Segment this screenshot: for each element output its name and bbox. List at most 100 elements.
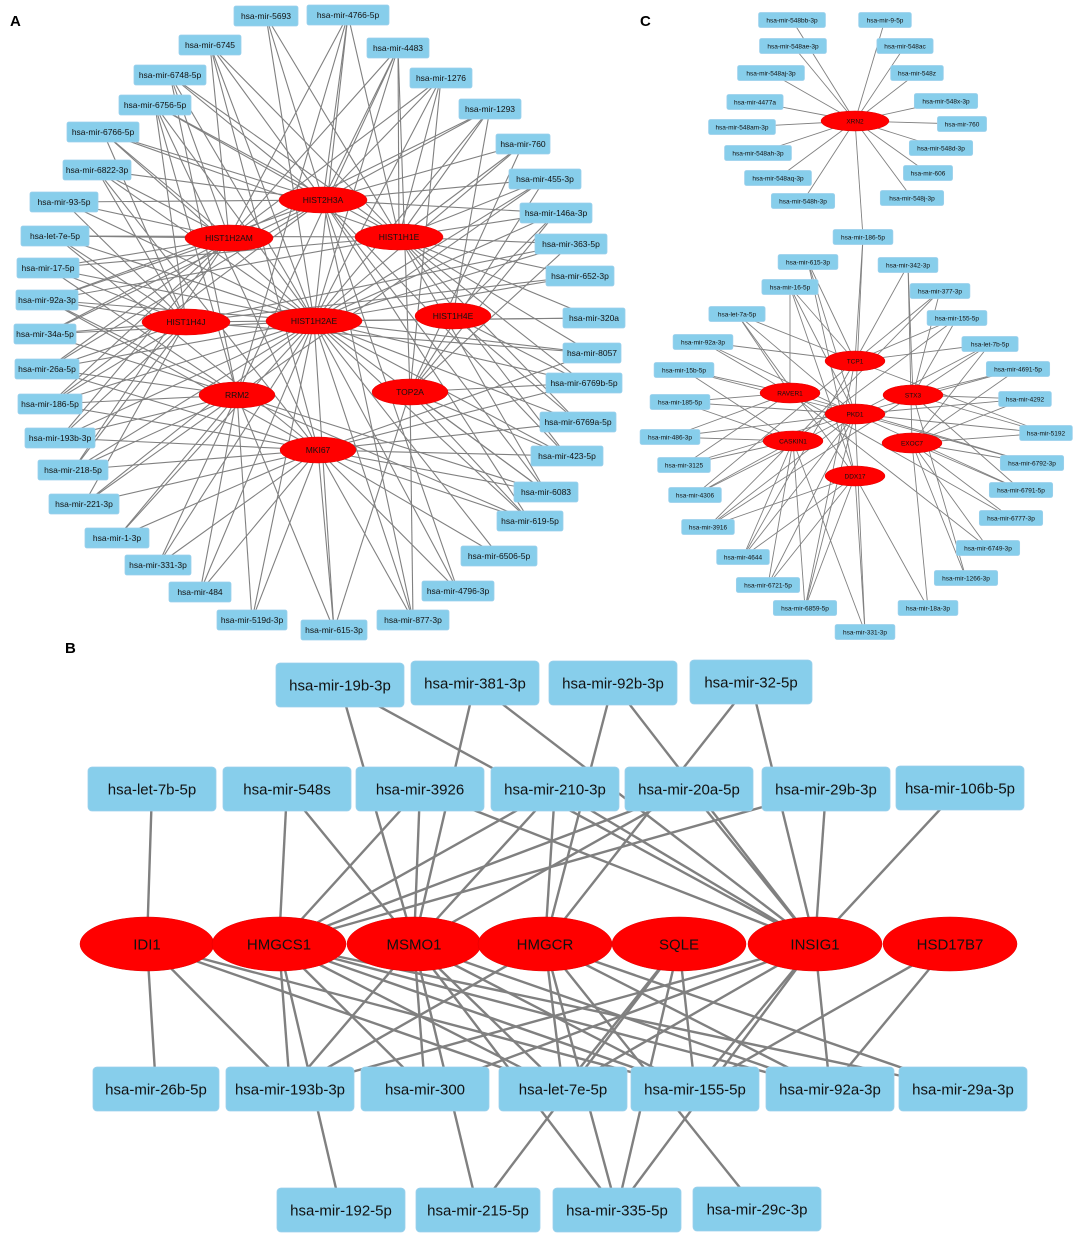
mirna-node-c-hsa-mir-548z[interactable]: hsa-mir-548z [890, 65, 944, 81]
mirna-node-c-hsa-mir-548ah-3p[interactable]: hsa-mir-548ah-3p [724, 145, 792, 161]
mirna-node-b-hsa-mir-215-5p[interactable]: hsa-mir-215-5p [415, 1187, 541, 1233]
gene-node-b-sqle[interactable]: SQLE [611, 916, 747, 972]
mirna-node-a-hsa-mir-652-3p[interactable]: hsa-mir-652-3p [545, 265, 615, 287]
mirna-node-a-hsa-mir-92a-3p[interactable]: hsa-mir-92a-3p [15, 289, 79, 311]
mirna-node-a-hsa-mir-4796-3p[interactable]: hsa-mir-4796-3p [421, 580, 495, 602]
gene-node-a-mki67[interactable]: MKI67 [279, 436, 357, 464]
mirna-node-a-hsa-mir-519d-3p[interactable]: hsa-mir-519d-3p [216, 609, 288, 631]
mirna-node-a-hsa-mir-363-5p[interactable]: hsa-mir-363-5p [534, 233, 608, 255]
mirna-node-c-hsa-mir-4691-5p[interactable]: hsa-mir-4691-5p [985, 361, 1051, 377]
mirna-node-a-hsa-mir-760[interactable]: hsa-mir-760 [495, 133, 551, 155]
gene-node-c-exoc7[interactable]: EXOC7 [881, 432, 943, 454]
mirna-node-c-hsa-mir-6791-5p[interactable]: hsa-mir-6791-5p [988, 482, 1054, 498]
mirna-node-a-hsa-mir-5693[interactable]: hsa-mir-5693 [233, 5, 299, 27]
mirna-node-c-hsa-mir-1266-3p[interactable]: hsa-mir-1266-3p [933, 570, 999, 586]
mirna-node-b-hsa-mir-19b-3p[interactable]: hsa-mir-19b-3p [275, 662, 405, 708]
gene-node-b-insig1[interactable]: INSIG1 [747, 916, 883, 972]
gene-node-a-hist1h2ae[interactable]: HIST1H2AE [265, 307, 363, 335]
mirna-node-c-hsa-mir-548j-3p[interactable]: hsa-mir-548j-3p [879, 190, 945, 206]
mirna-node-c-hsa-mir-548x-3p[interactable]: hsa-mir-548x-3p [913, 93, 979, 109]
mirna-node-b-hsa-mir-548s[interactable]: hsa-mir-548s [222, 766, 352, 812]
mirna-node-a-hsa-mir-1-3p[interactable]: hsa-mir-1-3p [84, 527, 150, 549]
mirna-node-b-hsa-let-7b-5p[interactable]: hsa-let-7b-5p [87, 766, 217, 812]
gene-node-b-hsd17b7[interactable]: HSD17B7 [882, 916, 1018, 972]
mirna-node-c-hsa-mir-6721-5p[interactable]: hsa-mir-6721-5p [735, 577, 801, 593]
mirna-node-c-hsa-mir-548bb-3p[interactable]: hsa-mir-548bb-3p [758, 12, 826, 28]
gene-node-c-xrn2[interactable]: XRN2 [820, 110, 890, 132]
mirna-node-c-hsa-mir-16-5p[interactable]: hsa-mir-16-5p [761, 279, 819, 295]
mirna-node-b-hsa-mir-29b-3p[interactable]: hsa-mir-29b-3p [761, 766, 891, 812]
gene-node-b-idi1[interactable]: IDI1 [79, 916, 215, 972]
mirna-node-a-hsa-mir-193b-3p[interactable]: hsa-mir-193b-3p [24, 427, 96, 449]
mirna-node-a-hsa-mir-17-5p[interactable]: hsa-mir-17-5p [16, 257, 80, 279]
mirna-node-c-hsa-mir-4306[interactable]: hsa-mir-4306 [668, 487, 722, 503]
mirna-node-c-hsa-mir-18a-3p[interactable]: hsa-mir-18a-3p [897, 600, 959, 616]
mirna-node-a-hsa-mir-4766-5p[interactable]: hsa-mir-4766-5p [306, 4, 390, 26]
mirna-node-c-hsa-let-7a-5p[interactable]: hsa-let-7a-5p [708, 306, 766, 322]
mirna-node-b-hsa-mir-193b-3p[interactable]: hsa-mir-193b-3p [225, 1066, 355, 1112]
gene-node-c-stx3[interactable]: STX3 [882, 384, 944, 406]
mirna-node-c-hsa-mir-4644[interactable]: hsa-mir-4644 [716, 549, 770, 565]
mirna-node-a-hsa-mir-6822-3p[interactable]: hsa-mir-6822-3p [62, 159, 132, 181]
mirna-node-a-hsa-mir-221-3p[interactable]: hsa-mir-221-3p [48, 493, 120, 515]
mirna-node-c-hsa-mir-5192[interactable]: hsa-mir-5192 [1019, 425, 1073, 441]
mirna-node-a-hsa-mir-455-3p[interactable]: hsa-mir-455-3p [508, 168, 582, 190]
mirna-node-c-hsa-mir-6749-3p[interactable]: hsa-mir-6749-3p [955, 540, 1021, 556]
mirna-node-c-hsa-mir-4292[interactable]: hsa-mir-4292 [998, 391, 1052, 407]
mirna-node-c-hsa-mir-548aj-3p[interactable]: hsa-mir-548aj-3p [737, 65, 805, 81]
mirna-node-c-hsa-mir-548aq-3p[interactable]: hsa-mir-548aq-3p [744, 170, 812, 186]
mirna-node-b-hsa-mir-29c-3p[interactable]: hsa-mir-29c-3p [692, 1186, 822, 1232]
gene-node-a-hist1h2am[interactable]: HIST1H2AM [184, 224, 274, 252]
mirna-node-a-hsa-mir-1276[interactable]: hsa-mir-1276 [409, 67, 473, 89]
mirna-node-c-hsa-mir-3125[interactable]: hsa-mir-3125 [657, 457, 711, 473]
gene-node-c-tcp1[interactable]: TCP1 [824, 350, 886, 372]
gene-node-a-hist1h4e[interactable]: HIST1H4E [414, 302, 492, 330]
mirna-node-b-hsa-mir-381-3p[interactable]: hsa-mir-381-3p [410, 660, 540, 706]
mirna-node-a-hsa-mir-6756-5p[interactable]: hsa-mir-6756-5p [118, 94, 192, 116]
mirna-node-a-hsa-mir-4483[interactable]: hsa-mir-4483 [366, 37, 430, 59]
mirna-node-a-hsa-mir-8057[interactable]: hsa-mir-8057 [562, 342, 622, 364]
mirna-node-c-hsa-mir-548d-3p[interactable]: hsa-mir-548d-3p [908, 140, 974, 156]
mirna-node-c-hsa-mir-9-5p[interactable]: hsa-mir-9-5p [858, 12, 912, 28]
gene-node-a-hist1h4j[interactable]: HIST1H4J [141, 308, 231, 336]
mirna-node-c-hsa-mir-486-3p[interactable]: hsa-mir-486-3p [639, 429, 701, 445]
mirna-node-b-hsa-mir-300[interactable]: hsa-mir-300 [360, 1066, 490, 1112]
mirna-node-c-hsa-mir-548ae-3p[interactable]: hsa-mir-548ae-3p [759, 38, 827, 54]
mirna-node-c-hsa-mir-4477a[interactable]: hsa-mir-4477a [726, 94, 784, 110]
mirna-node-c-hsa-mir-3916[interactable]: hsa-mir-3916 [681, 519, 735, 535]
gene-node-a-hist2h3a[interactable]: HIST2H3A [278, 186, 368, 214]
mirna-node-b-hsa-mir-92a-3p[interactable]: hsa-mir-92a-3p [765, 1066, 895, 1112]
mirna-node-a-hsa-mir-331-3p[interactable]: hsa-mir-331-3p [124, 554, 192, 576]
mirna-node-a-hsa-mir-484[interactable]: hsa-mir-484 [168, 581, 232, 603]
mirna-node-a-hsa-mir-146a-3p[interactable]: hsa-mir-146a-3p [519, 202, 593, 224]
mirna-node-a-hsa-mir-6745[interactable]: hsa-mir-6745 [178, 34, 242, 56]
mirna-node-b-hsa-mir-210-3p[interactable]: hsa-mir-210-3p [490, 766, 620, 812]
mirna-node-c-hsa-mir-6777-3p[interactable]: hsa-mir-6777-3p [978, 510, 1044, 526]
mirna-node-b-hsa-let-7e-5p[interactable]: hsa-let-7e-5p [498, 1066, 628, 1112]
mirna-node-a-hsa-mir-6748-5p[interactable]: hsa-mir-6748-5p [133, 64, 207, 86]
mirna-node-a-hsa-mir-93-5p[interactable]: hsa-mir-93-5p [29, 191, 99, 213]
mirna-node-a-hsa-mir-619-5p[interactable]: hsa-mir-619-5p [496, 510, 564, 532]
mirna-node-a-hsa-mir-6769b-5p[interactable]: hsa-mir-6769b-5p [545, 372, 623, 394]
gene-node-c-raver1[interactable]: RAVER1 [759, 382, 821, 404]
gene-node-b-hmgcr[interactable]: HMGCR [477, 916, 613, 972]
mirna-node-a-hsa-mir-6769a-5p[interactable]: hsa-mir-6769a-5p [539, 411, 617, 433]
mirna-node-a-hsa-mir-423-5p[interactable]: hsa-mir-423-5p [530, 445, 604, 467]
mirna-node-c-hsa-mir-377-3p[interactable]: hsa-mir-377-3p [909, 283, 971, 299]
mirna-node-c-hsa-mir-548h-3p[interactable]: hsa-mir-548h-3p [770, 193, 836, 209]
mirna-node-a-hsa-mir-615-3p[interactable]: hsa-mir-615-3p [300, 619, 368, 641]
mirna-node-b-hsa-mir-335-5p[interactable]: hsa-mir-335-5p [552, 1187, 682, 1233]
gene-node-c-caskin1[interactable]: CASKIN1 [762, 430, 824, 452]
gene-node-a-top2a[interactable]: TOP2A [371, 378, 449, 406]
mirna-node-c-hsa-mir-155-5p[interactable]: hsa-mir-155-5p [926, 310, 988, 326]
mirna-node-a-hsa-mir-6766-5p[interactable]: hsa-mir-6766-5p [66, 121, 140, 143]
mirna-node-b-hsa-mir-192-5p[interactable]: hsa-mir-192-5p [276, 1187, 406, 1233]
mirna-node-c-hsa-mir-6792-3p[interactable]: hsa-mir-6792-3p [999, 455, 1065, 471]
mirna-node-c-hsa-let-7b-5p[interactable]: hsa-let-7b-5p [961, 336, 1019, 352]
mirna-node-a-hsa-mir-6083[interactable]: hsa-mir-6083 [513, 481, 579, 503]
gene-node-c-ddx17[interactable]: DDX17 [824, 465, 886, 487]
mirna-node-c-hsa-mir-331-3p[interactable]: hsa-mir-331-3p [834, 624, 896, 640]
mirna-node-a-hsa-mir-877-3p[interactable]: hsa-mir-877-3p [376, 609, 450, 631]
mirna-node-b-hsa-mir-20a-5p[interactable]: hsa-mir-20a-5p [624, 766, 754, 812]
mirna-node-c-hsa-mir-615-3p[interactable]: hsa-mir-615-3p [777, 254, 839, 270]
